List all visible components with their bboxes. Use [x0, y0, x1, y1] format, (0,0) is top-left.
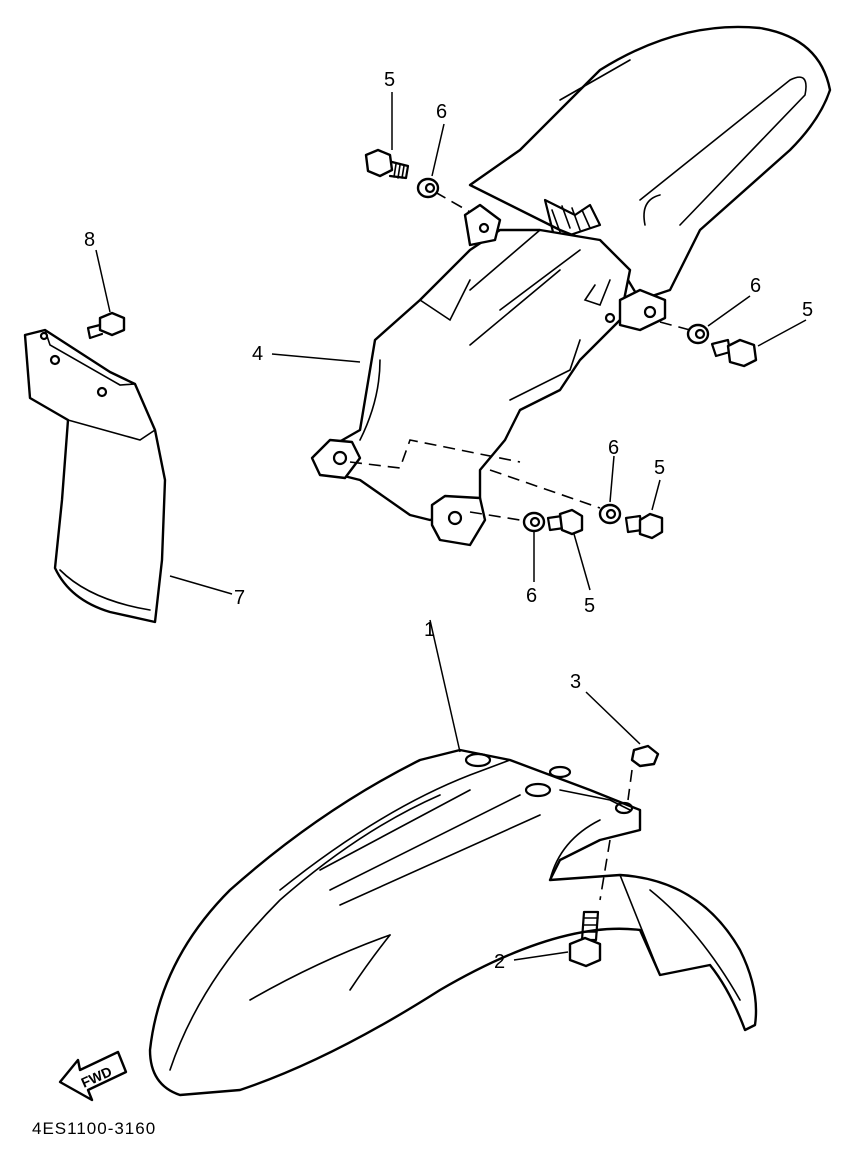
callout-2: 2 [494, 951, 505, 973]
callout-3: 3 [570, 671, 581, 693]
callout-5-right: 5 [802, 299, 813, 321]
fwd-arrow: FWD [58, 1050, 128, 1102]
screw-8 [86, 311, 126, 340]
front-fender [148, 748, 758, 1097]
diagram-code: 4ES1100-3160 [32, 1119, 156, 1138]
bolt-2 [568, 910, 602, 968]
callout-6-mid-left: 6 [526, 585, 537, 607]
callout-5-mid-left: 5 [584, 595, 595, 617]
washer-6-top [416, 177, 440, 199]
callout-4: 4 [252, 343, 263, 365]
washer-6-mid-right [598, 503, 622, 525]
bolt-5-top [364, 148, 410, 180]
leader-lines [95, 92, 807, 961]
callout-7: 7 [234, 587, 245, 609]
callout-1: 1 [424, 619, 435, 641]
bolt-5-mid-right [624, 512, 664, 540]
bolt-5-right [710, 338, 758, 368]
callout-5-mid-right: 5 [654, 457, 665, 479]
rear-fender [310, 25, 832, 547]
callout-numbers: 5 6 6 5 4 8 6 5 6 5 7 1 3 2 [84, 69, 813, 973]
washer-6-mid-left [522, 511, 546, 533]
callout-6-top: 6 [436, 101, 447, 123]
callout-6-mid-right: 6 [608, 437, 619, 459]
callout-5-top: 5 [384, 69, 395, 91]
callout-8: 8 [84, 229, 95, 251]
bolt-5-mid-left [546, 508, 584, 536]
nut-3 [630, 744, 660, 768]
washer-6-right [686, 323, 710, 345]
callout-6-right: 6 [750, 275, 761, 297]
mud-flap [23, 328, 167, 624]
